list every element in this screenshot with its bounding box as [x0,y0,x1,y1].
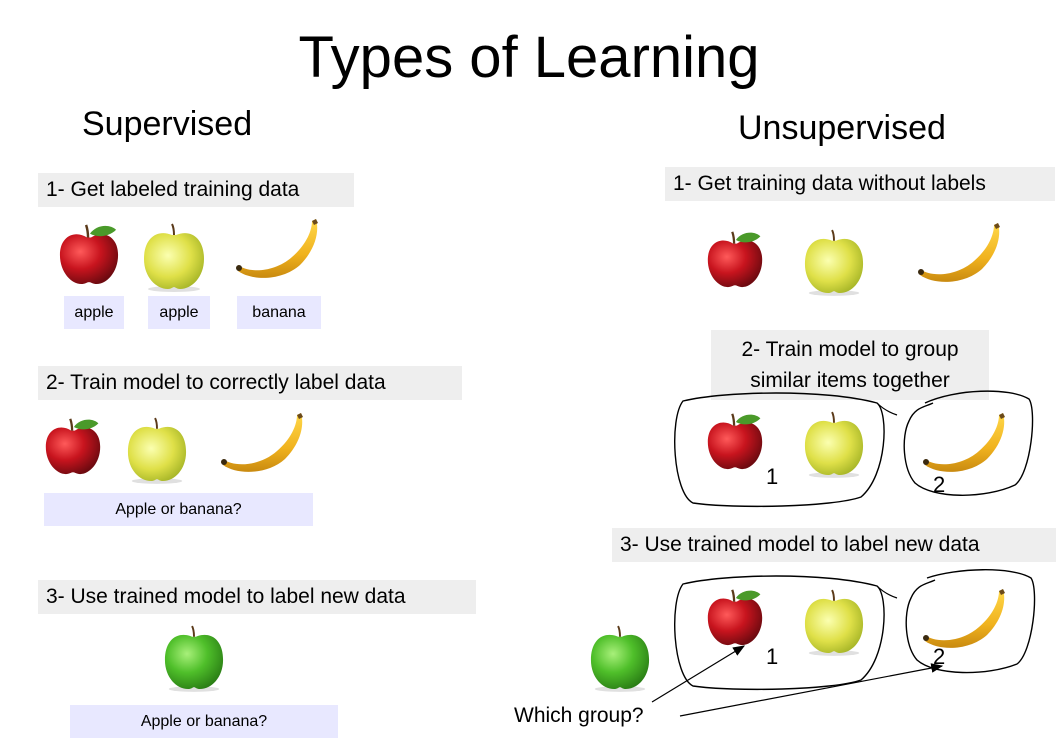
page-title: Types of Learning [298,25,760,90]
group-outlines [674,390,1034,508]
group-2-outline [903,390,1034,496]
which-group-label: Which group? [514,704,644,727]
label-apple-1: apple [64,296,124,329]
arrow-to-group-2 [679,663,944,717]
group-1-number: 1 [766,464,779,489]
step2-line1: 2- Train model to group [741,338,959,361]
group-1-outline [674,575,885,691]
unsupervised-step3: 3- Use trained model to label new data [612,528,1056,562]
step2-line2: similar items together [750,369,950,392]
group-1-outline [674,392,885,508]
unsupervised-step2: 2- Train model to group similar items to… [711,330,989,400]
group-2-number: 2 [933,472,946,497]
question-label-new: Apple or banana? [70,705,338,738]
unsupervised-heading: Unsupervised [738,109,946,147]
group-1-number: 1 [766,644,779,669]
arrow-to-group-1 [651,645,746,703]
supervised-step2: 2- Train model to correctly label data [38,366,462,400]
supervised-heading: Supervised [82,105,253,143]
group-2-outline [905,569,1036,674]
label-banana: banana [237,296,321,329]
supervised-step3: 3- Use trained model to label new data [38,580,476,614]
label-apple-2: apple [148,296,210,329]
group-outlines-new [674,569,1036,691]
group-2-number: 2 [933,644,946,669]
supervised-step1: 1- Get labeled training data [38,173,354,207]
question-label: Apple or banana? [44,493,313,526]
unsupervised-step1: 1- Get training data without labels [665,167,1055,201]
